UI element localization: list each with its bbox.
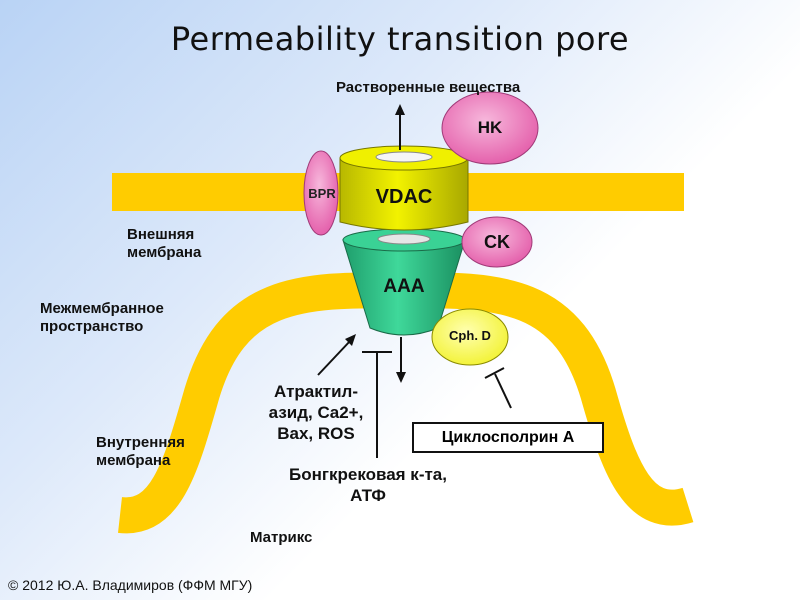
cph-label: Cph. D: [449, 328, 491, 343]
vdac-channel: [375, 151, 433, 163]
outer-membrane-label: Внешняя мембрана: [127, 226, 202, 261]
hk-label: HK: [477, 118, 503, 137]
solutes-label: Растворенные вещества: [336, 79, 521, 96]
bpr-label: BPR: [308, 186, 336, 201]
matrix-label: Матрикс: [250, 529, 313, 546]
ck-label: CK: [484, 232, 510, 252]
aaa-label: AAA: [383, 276, 425, 297]
copyright: © 2012 Ю.А. Владимиров (ФФМ МГУ): [8, 577, 253, 593]
activator-arrow: [317, 339, 352, 376]
bpr-protein: [303, 150, 339, 236]
activators-label: Атрактил-азид, Ca2+, Bax, ROS: [268, 382, 364, 443]
cyclosporin-stem: [494, 373, 512, 409]
cyclosporin-bar: [484, 367, 505, 379]
ck-protein: [461, 216, 533, 268]
cyclosporin-box: Циклосполрин А: [412, 422, 604, 453]
vdac-label: VDAC: [375, 186, 433, 208]
cph-protein: [431, 308, 509, 366]
activator-arrow-head: [345, 334, 356, 346]
page-title: Permeability transition pore: [170, 20, 630, 58]
down-arrow-head: [396, 372, 406, 383]
hk-protein: [441, 91, 539, 165]
intermembrane-space-label: Межмембранное пространство: [40, 300, 164, 335]
vdac-protein: [339, 157, 469, 231]
inhibitors-label: Бонгкрековая к-та, АТФ: [289, 465, 447, 505]
aaa-channel: [377, 233, 431, 245]
solute-arrow-head: [395, 104, 405, 115]
inner-membrane-label: Внутренняя мембрана: [96, 434, 185, 469]
